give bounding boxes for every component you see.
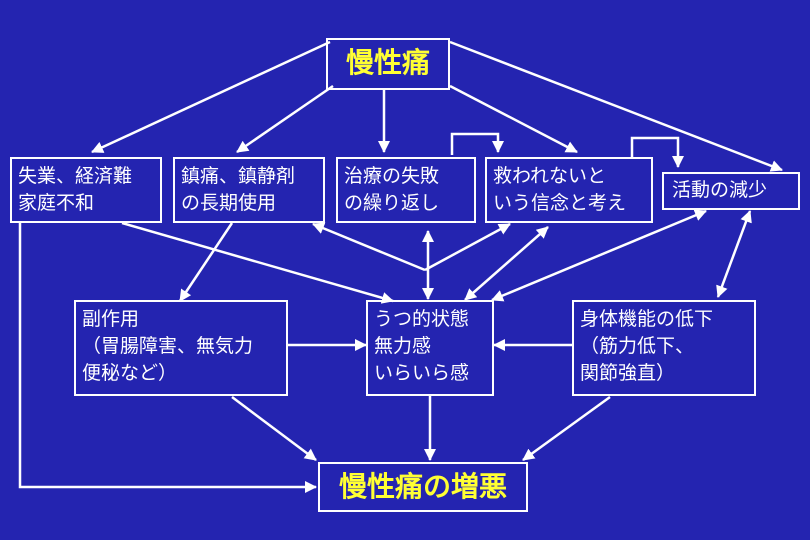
node-physical-decline-line-1: 身体機能の低下: [580, 308, 714, 330]
node-helpless-belief: 救われないと いう信念と考え: [485, 157, 653, 223]
arrow-unemployment-to-worsening: [18, 223, 317, 493]
node-chronic-pain-label: 慢性痛: [345, 46, 430, 79]
node-unemployment-line-1: 失業、経済難: [18, 165, 133, 187]
node-side-effects-line-2: （胃腸障害、無気力: [82, 335, 254, 357]
arrow-analgesics-to-side-effects: [178, 222, 234, 302]
node-depression-line-2: 無力感: [374, 335, 432, 357]
arrow-treatment-to-belief-loop: [450, 132, 504, 155]
arrow-belief-to-activity-loop: [630, 136, 684, 168]
arrow-activity-physical-double: [716, 210, 752, 298]
node-analgesics: 鎮痛、鎮静剤 の長期使用: [173, 157, 325, 223]
node-physical-decline-line-3: 関節強直）: [580, 362, 676, 384]
arrow-pain-to-analgesics: [236, 84, 334, 154]
node-side-effects-line-1: 副作用: [82, 308, 140, 330]
node-depression-line-1: うつ的状態: [374, 308, 470, 330]
node-worsening: 慢性痛の増悪: [318, 462, 528, 512]
arrow-pain-to-belief: [449, 84, 578, 154]
arrow-pain-to-activity: [449, 40, 783, 172]
node-depression: うつ的状態 無力感 いらいら感: [366, 300, 494, 396]
node-activity-decrease: 活動の減少: [662, 172, 800, 210]
arrow-depression-to-treatment: [312, 222, 426, 272]
node-treatment-failure-line-1: 治療の失敗: [344, 165, 440, 187]
node-worsening-label: 慢性痛の増悪: [338, 470, 507, 503]
arrow-unemployment-to-depression: [121, 221, 394, 304]
node-helpless-belief-line-1: 救われないと: [493, 165, 607, 187]
node-analgesics-line-2: の長期使用: [181, 192, 277, 214]
arrow-activity-depression-double: [491, 209, 707, 302]
node-unemployment: 失業、経済難 家庭不和: [10, 157, 162, 223]
arrow-depression-to-belief: [424, 222, 511, 272]
node-treatment-failure: 治療の失敗 の繰り返し: [336, 157, 476, 223]
arrow-physical-to-worsening: [522, 395, 611, 462]
node-chronic-pain: 慢性痛: [326, 38, 450, 90]
node-side-effects-line-3: 便秘など）: [82, 362, 178, 384]
node-physical-decline: 身体機能の低下 （筋力低下、 関節強直）: [572, 300, 756, 396]
node-depression-line-3: いらいら感: [374, 362, 470, 384]
node-analgesics-line-1: 鎮痛、鎮静剤: [181, 165, 296, 187]
node-physical-decline-line-2: （筋力低下、: [580, 335, 695, 357]
arrow-pain-to-unemployment: [91, 40, 331, 154]
node-helpless-belief-line-2: いう信念と考え: [493, 192, 627, 214]
node-activity-decrease-label: 活動の減少: [672, 179, 768, 201]
arrow-belief-depression-double: [464, 226, 549, 301]
node-unemployment-line-2: 家庭不和: [18, 192, 95, 214]
node-side-effects: 副作用 （胃腸障害、無気力 便秘など）: [74, 300, 288, 396]
node-treatment-failure-line-2: の繰り返し: [344, 192, 440, 214]
arrow-side-effects-to-worsening: [231, 396, 317, 461]
